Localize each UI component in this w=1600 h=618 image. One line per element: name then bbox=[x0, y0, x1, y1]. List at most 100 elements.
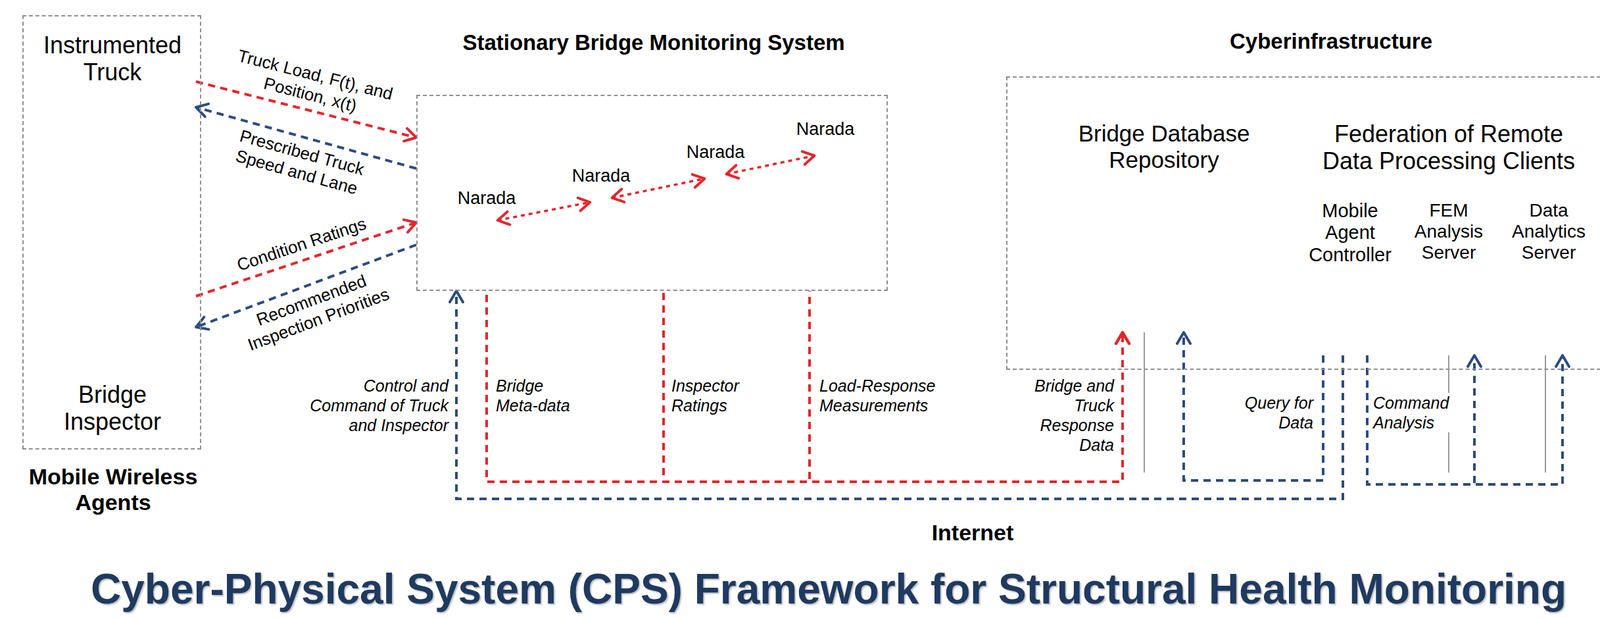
bridge-illustration bbox=[551, 205, 554, 282]
connector bbox=[1177, 332, 1324, 481]
database-icon bbox=[1100, 180, 1173, 202]
inspector-icon bbox=[119, 332, 135, 369]
inspector-icon bbox=[101, 276, 136, 280]
client-bracket bbox=[1290, 188, 1570, 198]
bridge-illustration bbox=[438, 128, 878, 232]
network-heading: Internet bbox=[359, 519, 1587, 546]
arrow-head bbox=[497, 211, 511, 225]
agent-label: Bridge Inspector bbox=[36, 380, 189, 436]
sensor-label: Narada bbox=[664, 142, 767, 163]
inspector-icon bbox=[104, 265, 133, 278]
connector bbox=[1367, 355, 1570, 485]
inspector-icon bbox=[132, 301, 157, 307]
edge-label: Recommended Inspection Priorities bbox=[234, 263, 397, 357]
arrow-head bbox=[195, 103, 209, 117]
pipe-end bbox=[359, 472, 377, 506]
internet-pipe bbox=[359, 472, 1600, 506]
connector-line bbox=[486, 290, 1123, 482]
database-icon bbox=[1108, 247, 1114, 253]
server-node: FEM Analysis Server bbox=[1400, 197, 1497, 356]
edge-label: Load-Response Measurements bbox=[819, 375, 938, 415]
bridge-illustration bbox=[472, 223, 475, 251]
connector bbox=[809, 290, 1130, 482]
narada-circle bbox=[435, 170, 538, 274]
sensor-label: Narada bbox=[435, 188, 538, 209]
bridge-illustration bbox=[745, 252, 807, 281]
sensor-dot bbox=[595, 193, 607, 206]
sensor-dot bbox=[819, 147, 832, 160]
narada-node: Narada bbox=[774, 101, 877, 205]
narada-circle bbox=[665, 126, 766, 227]
arrow-head bbox=[578, 197, 591, 212]
edge-label-holder: Truck Load, F(t), and Position, x(t) bbox=[226, 44, 400, 125]
server-label: Mobile Agent Controller bbox=[1302, 199, 1399, 266]
narada-node: Narada bbox=[664, 124, 767, 228]
edge-label: Inspector Ratings bbox=[671, 375, 754, 415]
bridge-illustration bbox=[719, 165, 722, 216]
inspector-icon bbox=[132, 316, 157, 323]
edge-label-holder: Query for Data bbox=[1237, 392, 1314, 433]
note-label-holder: Bridge and Truck Response Data bbox=[1029, 375, 1115, 455]
truck-icon bbox=[67, 188, 106, 203]
connector bbox=[663, 290, 1130, 482]
connector bbox=[486, 290, 1130, 482]
edge-label: Control and Command of Truck and Inspect… bbox=[302, 375, 449, 435]
edge-label: Command Analysis bbox=[1371, 392, 1451, 433]
bridge-illustration bbox=[473, 223, 513, 267]
bridge-illustration bbox=[608, 202, 771, 283]
narada-circle bbox=[774, 101, 877, 205]
arrow-head bbox=[449, 290, 463, 302]
narada-circle bbox=[436, 172, 537, 273]
cyber-group: CyberinfrastructureBridge Database Repos… bbox=[1006, 76, 1600, 370]
bridge-illustration bbox=[447, 226, 596, 285]
client-bracket bbox=[1290, 188, 1570, 198]
bridge-illustration bbox=[560, 294, 644, 352]
bridge-illustration bbox=[801, 146, 804, 225]
connector-line bbox=[1367, 355, 1475, 485]
bridge-illustration bbox=[512, 214, 515, 267]
inspector-icon bbox=[123, 303, 136, 317]
inspector-icon bbox=[108, 276, 129, 295]
edge-label: Query for Data bbox=[1237, 392, 1314, 433]
edge-label-holder: Load-Response Measurements bbox=[819, 375, 938, 415]
database-icon bbox=[1105, 209, 1130, 216]
narada-circle bbox=[551, 149, 652, 250]
slide-frame bbox=[1, 0, 6, 618]
arrow-head bbox=[403, 219, 417, 233]
group-heading: Stationary Bridge Monitoring System bbox=[390, 30, 917, 56]
connector-line bbox=[663, 290, 1123, 482]
edge-label: Truck Load, F(t), and Position, x(t) bbox=[226, 44, 400, 125]
database-icon bbox=[1157, 276, 1201, 290]
bridge-illustration bbox=[802, 146, 829, 190]
edge-label-holder: Prescribed Truck Speed and Lane bbox=[220, 122, 378, 203]
sensor-label: Narada bbox=[774, 119, 877, 140]
narada-circle bbox=[549, 148, 653, 252]
connector-line bbox=[1183, 332, 1324, 481]
inspector-icon bbox=[101, 265, 162, 373]
arrow-head bbox=[692, 174, 705, 188]
server-icons bbox=[1323, 276, 1378, 350]
arrow-head bbox=[403, 128, 417, 141]
internet-pipe bbox=[359, 472, 1600, 508]
truck-icon bbox=[66, 107, 101, 133]
server-node: Data Analytics Server bbox=[1502, 197, 1596, 356]
bridge-illustration bbox=[720, 158, 750, 216]
inspector-icon bbox=[124, 294, 162, 335]
database-icon bbox=[1100, 180, 1201, 325]
sensor-dot bbox=[480, 216, 493, 229]
arrow-head bbox=[1177, 332, 1191, 344]
truck-agent: Instrumented Truck bbox=[28, 26, 196, 221]
narada-circle bbox=[664, 124, 767, 228]
connector bbox=[1367, 355, 1481, 485]
database-icon bbox=[1157, 282, 1201, 325]
truck-icon bbox=[63, 92, 168, 214]
bridge-illustration bbox=[601, 193, 632, 245]
edge-label-holder: Condition Ratings bbox=[234, 213, 369, 276]
truck-icon bbox=[66, 127, 105, 202]
connector bbox=[1545, 355, 1547, 473]
server-label: Data Analytics Server bbox=[1502, 199, 1596, 264]
agent-group: Mobile Wireless AgentsInstrumented Truck… bbox=[22, 15, 202, 450]
group-heading: Federation of Remote Data Processing Cli… bbox=[1317, 120, 1581, 175]
agent-label: Instrumented Truck bbox=[36, 31, 189, 87]
